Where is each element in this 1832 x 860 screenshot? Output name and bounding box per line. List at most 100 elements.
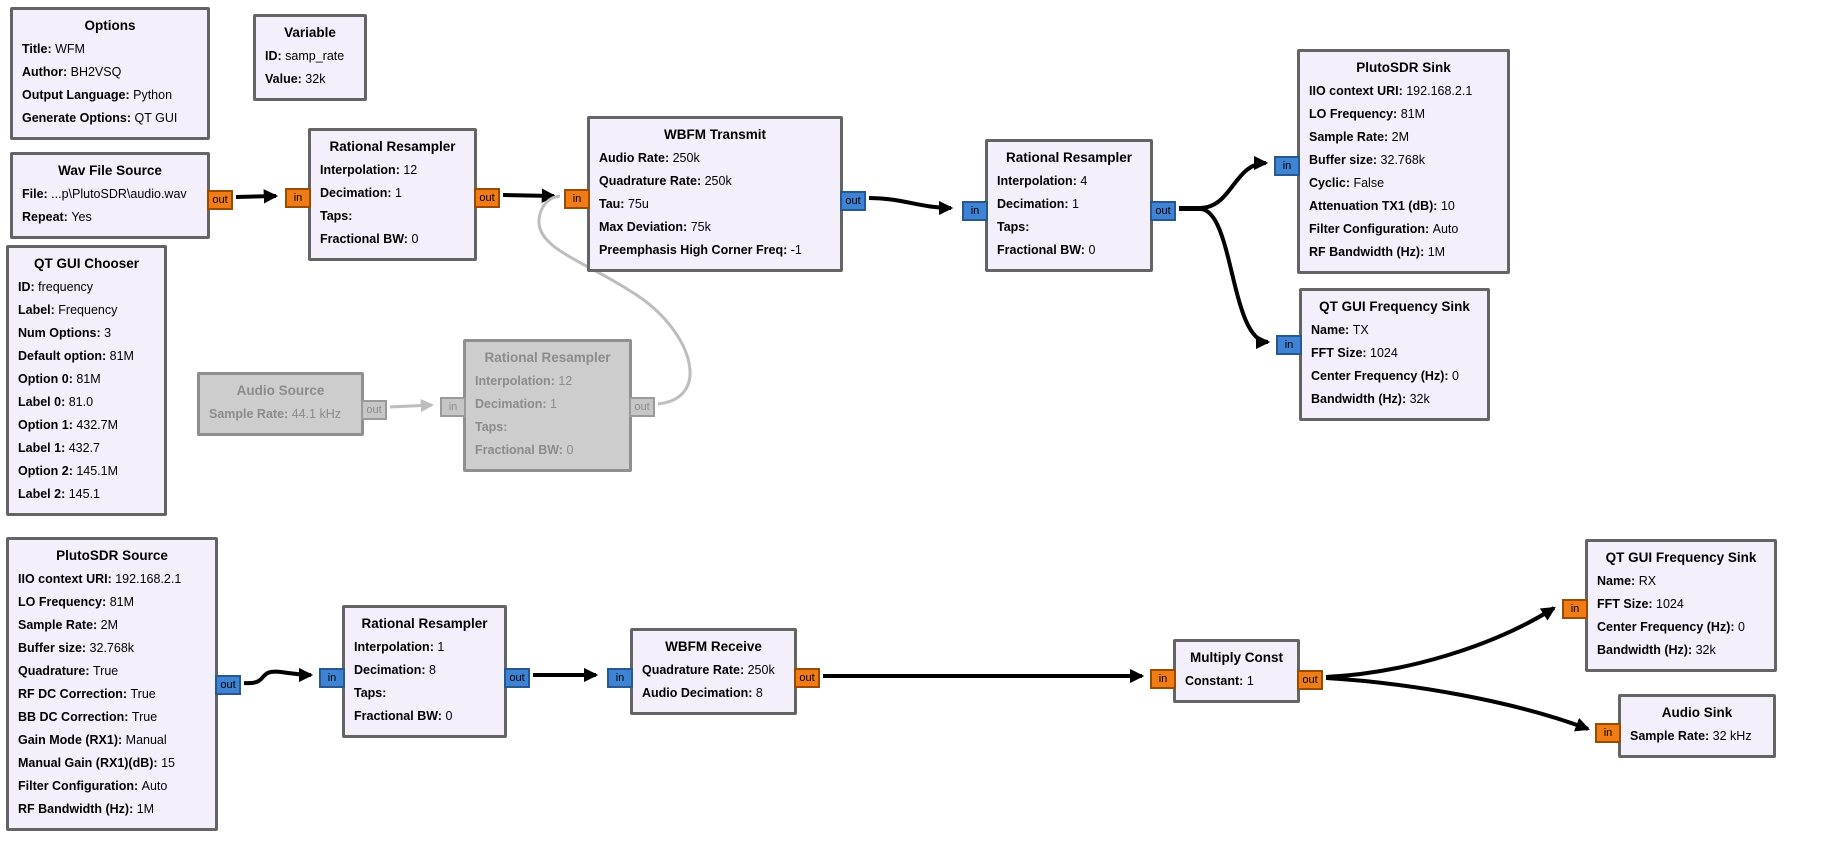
param-value: True: [93, 664, 119, 678]
connection-audio-source-to-rational-resampler-disabled[interactable]: [389, 398, 434, 413]
in-port[interactable]: in: [962, 201, 988, 221]
connection-rational-resampler-2-to-plutosdr-sink[interactable]: [1179, 155, 1269, 210]
param-value: 75k: [690, 220, 711, 234]
out-port[interactable]: out: [1297, 670, 1323, 690]
param-row: Label 0: 81.0: [18, 391, 155, 414]
connection-plutosdr-source-to-rational-resampler-3[interactable]: [243, 667, 314, 686]
param-row: RF Bandwidth (Hz): 1M: [18, 798, 206, 821]
param-value: 192.168.2.1: [1406, 84, 1473, 98]
param-value: frequency: [38, 280, 94, 294]
connection-multiply-const-to-audio-sink[interactable]: [1325, 676, 1591, 732]
out-port[interactable]: out: [840, 191, 866, 211]
param-row: Sample Rate: 2M: [1309, 126, 1498, 149]
param-label: FFT Size:: [1597, 597, 1657, 611]
param-label: Taps:: [475, 420, 508, 434]
param-row: Decimation: 1: [475, 393, 620, 416]
connection-rational-resampler-1-to-wbfm-transmit[interactable]: [502, 188, 557, 203]
connection-rational-resampler-disabled-to-wbfm-transmit[interactable]: [537, 194, 692, 406]
in-port[interactable]: in: [1276, 335, 1302, 355]
param-row: Option 2: 145.1M: [18, 460, 155, 483]
param-label: Label 0:: [18, 395, 69, 409]
param-label: Audio Decimation:: [642, 686, 756, 700]
param-label: Filter Configuration:: [18, 779, 142, 793]
param-row: Filter Configuration: Auto: [1309, 218, 1498, 241]
param-value: 32k: [1695, 643, 1716, 657]
param-label: RF Bandwidth (Hz):: [1309, 245, 1428, 259]
param-row: Constant: 1: [1185, 670, 1288, 693]
out-port[interactable]: out: [794, 668, 820, 688]
param-row: Attenuation TX1 (dB): 10: [1309, 195, 1498, 218]
param-label: Interpolation:: [475, 374, 559, 388]
out-port[interactable]: out: [215, 675, 241, 695]
param-label: IIO context URI:: [1309, 84, 1407, 98]
param-row: Center Frequency (Hz): 0: [1311, 365, 1478, 388]
param-label: Name:: [1311, 323, 1353, 337]
in-port[interactable]: in: [1562, 599, 1588, 619]
param-label: Default option:: [18, 349, 110, 363]
block-title: QT GUI Chooser: [33, 256, 139, 271]
out-port[interactable]: out: [1150, 201, 1176, 221]
in-port[interactable]: in: [285, 188, 311, 208]
param-label: Option 0:: [18, 372, 77, 386]
param-value: 8: [755, 686, 763, 700]
connection-multiply-const-to-qt-gui-frequency-sink-rx[interactable]: [1325, 606, 1556, 679]
param-label: Quadrature Rate:: [642, 663, 748, 677]
param-row: Interpolation: 1: [354, 636, 495, 659]
connection-wav-file-source-to-rational-resampler-1[interactable]: [235, 189, 279, 204]
param-label: RF Bandwidth (Hz):: [18, 802, 137, 816]
in-port[interactable]: in: [564, 189, 590, 209]
param-row: Sample Rate: 44.1 kHz: [209, 403, 352, 426]
param-label: Option 2:: [18, 464, 77, 478]
param-label: LO Frequency:: [1309, 107, 1401, 121]
in-port[interactable]: in: [1150, 669, 1176, 689]
connection-wbfm-transmit-to-rational-resampler-2[interactable]: [868, 196, 954, 216]
block-title: Rational Resampler: [329, 139, 456, 154]
param-row: FFT Size: 1024: [1597, 593, 1765, 616]
param-row: Value: 32k: [265, 68, 355, 91]
param-label: LO Frequency:: [18, 595, 110, 609]
out-port[interactable]: out: [361, 400, 387, 420]
param-row: Preemphasis High Corner Freq: -1: [599, 239, 831, 262]
param-label: Title:: [22, 42, 56, 56]
in-port[interactable]: in: [607, 668, 633, 688]
param-label: RF DC Correction:: [18, 687, 131, 701]
param-label: ID:: [265, 49, 286, 63]
param-row: Decimation: 8: [354, 659, 495, 682]
in-port[interactable]: in: [319, 668, 345, 688]
param-value: 81M: [109, 595, 135, 609]
param-label: Taps:: [997, 220, 1030, 234]
param-label: Taps:: [320, 209, 353, 223]
param-value: 3: [104, 326, 112, 340]
out-port[interactable]: out: [474, 188, 500, 208]
connection-rational-resampler-2-to-qt-gui-frequency-sink-tx[interactable]: [1179, 207, 1271, 350]
param-value: 1: [437, 640, 445, 654]
param-value: 81M: [1400, 107, 1426, 121]
block-title: WBFM Transmit: [663, 127, 766, 142]
in-port[interactable]: in: [440, 397, 466, 417]
in-port[interactable]: in: [1595, 723, 1621, 743]
param-label: Filter Configuration:: [1309, 222, 1433, 236]
param-label: Decimation:: [475, 397, 551, 411]
in-port[interactable]: in: [1274, 156, 1300, 176]
out-port[interactable]: out: [207, 190, 233, 210]
out-port[interactable]: out: [504, 668, 530, 688]
param-value: 8: [429, 663, 436, 677]
out-port[interactable]: out: [629, 397, 655, 417]
